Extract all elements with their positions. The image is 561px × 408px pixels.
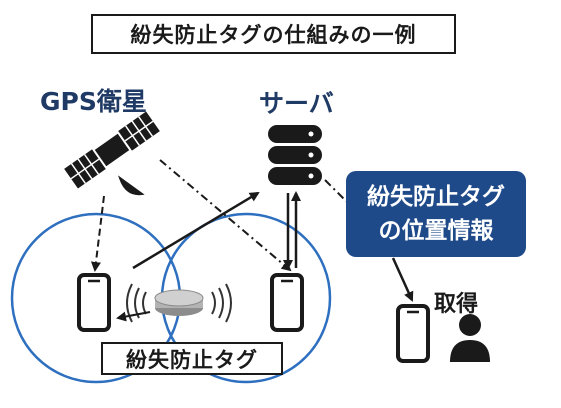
signal-waves-right-icon [211,283,232,323]
smartphone-right-icon [270,273,304,332]
arrow-server-to-info [324,179,356,211]
satellite-dish-icon [118,175,145,196]
diagram-title: 紛失防止タグの仕組みの一例 [91,14,456,54]
server-label: サーバ [259,89,334,118]
arrow-satellite-to-left-phone [91,195,105,272]
arrow-tag-to-left-phone [116,311,151,322]
smartphone-owner-icon [396,304,430,363]
acquire-label: 取得 [434,292,479,317]
person-icon [450,314,490,362]
info-line-1: 紛失防止タグ [367,184,505,210]
satellite-icon [64,111,160,189]
location-info-box: 紛失防止タグ の位置情報 [346,171,526,257]
tag-device-icon [154,289,204,316]
arrow-left-phone-to-server [132,191,260,270]
info-line-2: の位置情報 [378,218,494,244]
arrow-satellite-to-right-phone [159,159,292,272]
arrow-info-to-owner-phone [391,257,414,302]
smartphone-left-icon [77,273,111,332]
gps-satellite-label: GPS衛星 [40,87,147,116]
tag-label-box: 紛失防止タグ [101,342,283,375]
server-icon [268,125,322,185]
